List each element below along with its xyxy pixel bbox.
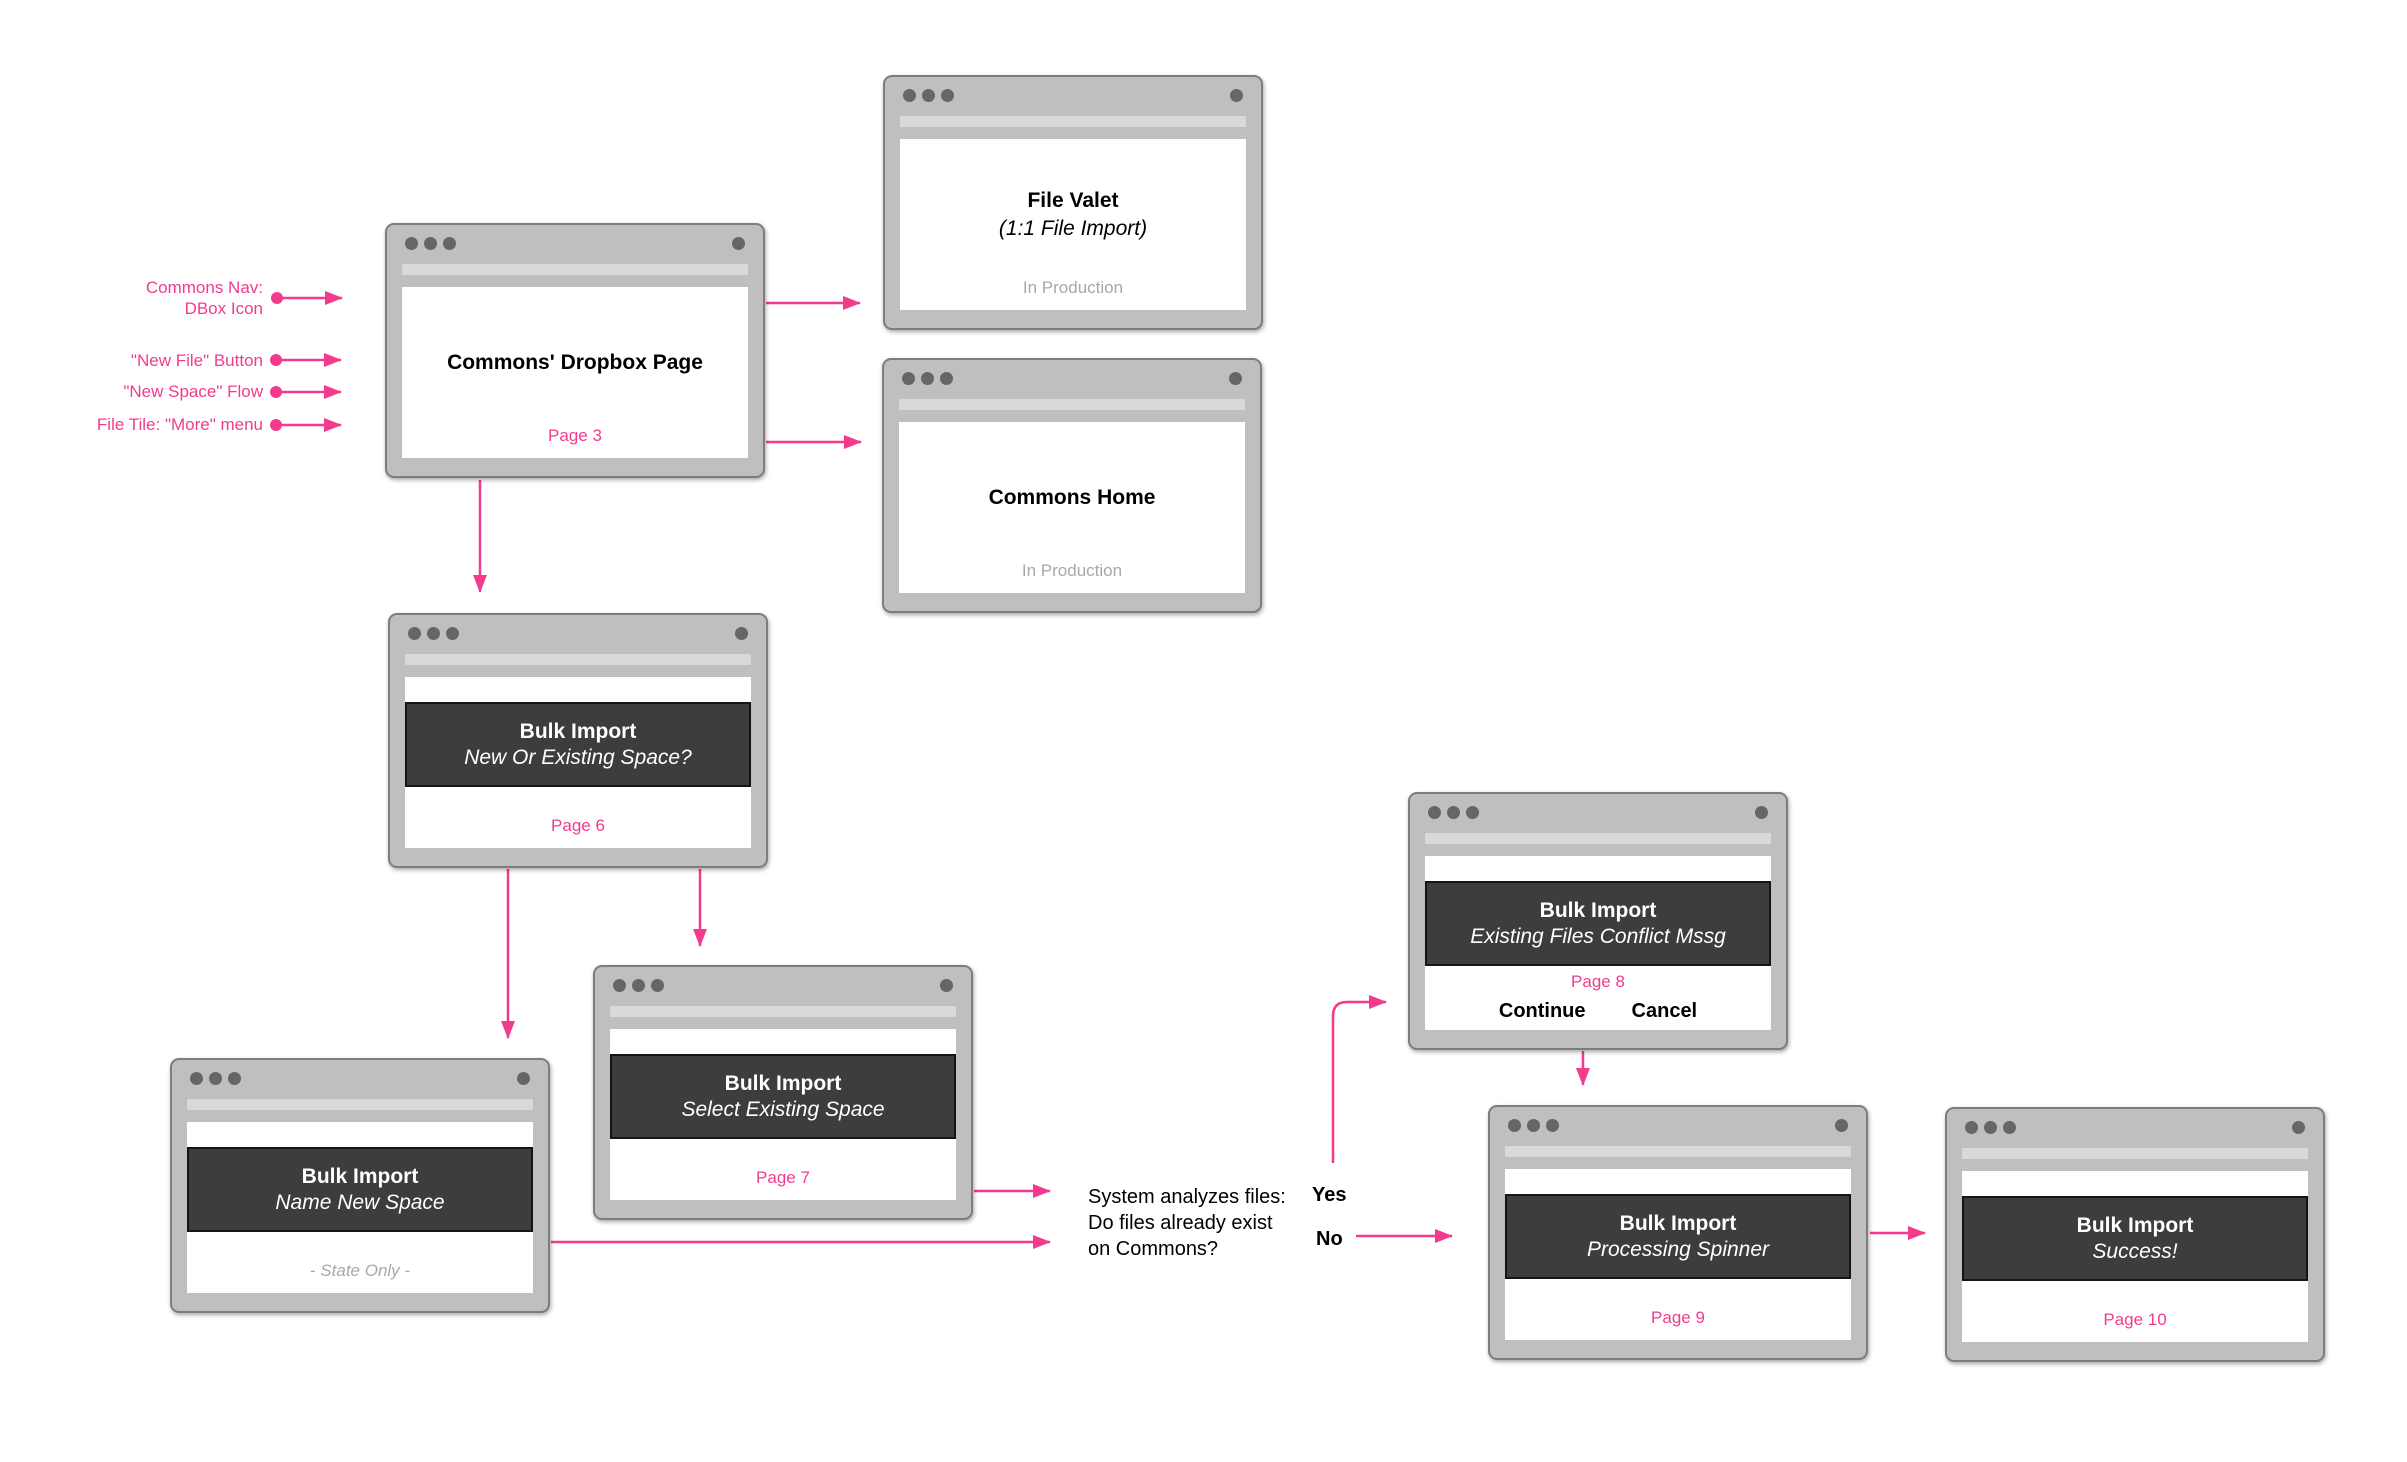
window-file-valet[interactable]: File Valet (1:1 File Import) In Producti… (883, 75, 1263, 330)
window-title: File Valet (1027, 189, 1119, 212)
address-bar (405, 654, 751, 665)
decision-line: on Commons? (1088, 1238, 1219, 1260)
banner-subtitle: Select Existing Space (681, 1098, 885, 1121)
annotation-file-tile-more-menu: File Tile: "More" menu (96, 415, 263, 434)
window-content: Bulk Import Processing Spinner Page 9 (1505, 1169, 1851, 1340)
modal-banner: Bulk Import Processing Spinner (1505, 1194, 1851, 1279)
traffic-light-dots-icon (1428, 806, 1479, 819)
banner-subtitle: Success! (2092, 1240, 2178, 1263)
traffic-light-dots-icon (902, 372, 953, 385)
window-content: Commons' Dropbox Page Page 3 (402, 287, 748, 458)
banner-subtitle: Existing Files Conflict Mssg (1470, 925, 1726, 948)
window-right-dot-icon (1230, 89, 1243, 102)
window-right-dot-icon (2292, 1121, 2305, 1134)
decision-line: System analyzes files: (1088, 1186, 1286, 1208)
dialog-buttons: Continue Cancel (1425, 1000, 1771, 1023)
status-label: - State Only - (309, 1261, 411, 1280)
annotation-commons-nav-dbox: Commons Nav: DBox Icon (146, 277, 263, 319)
banner-title: Bulk Import (2076, 1214, 2194, 1237)
window-commons-home[interactable]: Commons Home In Production (882, 358, 1262, 613)
banner-title: Bulk Import (724, 1072, 842, 1095)
window-right-dot-icon (940, 979, 953, 992)
traffic-light-dots-icon (190, 1072, 241, 1085)
address-bar (1505, 1146, 1851, 1157)
address-bar (610, 1006, 956, 1017)
window-bulk-import-select-existing[interactable]: Bulk Import Select Existing Space Page 7 (593, 965, 973, 1220)
traffic-light-dots-icon (1508, 1119, 1559, 1132)
banner-title: Bulk Import (1619, 1212, 1737, 1235)
continue-button[interactable]: Continue (1498, 1000, 1586, 1022)
annotation-new-space-flow: "New Space" Flow (123, 382, 263, 401)
window-bulk-import-new-or-existing[interactable]: Bulk Import New Or Existing Space? Page … (388, 613, 768, 868)
modal-banner: Bulk Import Existing Files Conflict Mssg (1425, 881, 1771, 966)
page-label: Page 6 (551, 816, 605, 835)
window-right-dot-icon (1755, 806, 1768, 819)
decision-line: Do files already exist (1088, 1212, 1273, 1234)
window-right-dot-icon (1835, 1119, 1848, 1132)
modal-banner: Bulk Import New Or Existing Space? (405, 702, 751, 787)
banner-title: Bulk Import (301, 1165, 419, 1188)
window-bulk-import-conflict[interactable]: Bulk Import Existing Files Conflict Mssg… (1408, 792, 1788, 1050)
address-bar (900, 116, 1246, 127)
window-content: Commons Home In Production (899, 422, 1245, 593)
page-label: Page 8 (1571, 972, 1625, 991)
status-label: In Production (1021, 561, 1123, 580)
modal-banner: Bulk Import Select Existing Space (610, 1054, 956, 1139)
address-bar (899, 399, 1245, 410)
traffic-light-dots-icon (408, 627, 459, 640)
traffic-light-dots-icon (1965, 1121, 2016, 1134)
decision-question: System analyzes files: Do files already … (1088, 1184, 1286, 1262)
address-bar (402, 264, 748, 275)
window-content: Bulk Import New Or Existing Space? Page … (405, 677, 751, 848)
status-label: In Production (1022, 278, 1124, 297)
page-label: Page 9 (1651, 1308, 1705, 1327)
address-bar (1962, 1148, 2308, 1159)
annotation-new-file-button: "New File" Button (130, 351, 263, 370)
window-right-dot-icon (735, 627, 748, 640)
window-right-dot-icon (732, 237, 745, 250)
window-commons-dropbox[interactable]: Commons' Dropbox Page Page 3 (385, 223, 765, 478)
no-label: No (1316, 1228, 1343, 1250)
page-label: Page 3 (548, 426, 602, 445)
window-bulk-import-spinner[interactable]: Bulk Import Processing Spinner Page 9 (1488, 1105, 1868, 1360)
cancel-button[interactable]: Cancel (1631, 1000, 1698, 1022)
window-content: Bulk Import Existing Files Conflict Mssg… (1425, 856, 1771, 1030)
window-right-dot-icon (517, 1072, 530, 1085)
banner-title: Bulk Import (1539, 899, 1657, 922)
banner-subtitle: New Or Existing Space? (464, 746, 692, 769)
window-title: Commons Home (988, 486, 1156, 509)
traffic-light-dots-icon (405, 237, 456, 250)
banner-title: Bulk Import (519, 720, 637, 743)
banner-subtitle: Processing Spinner (1586, 1238, 1770, 1261)
window-content: File Valet (1:1 File Import) In Producti… (900, 139, 1246, 310)
window-content: Bulk Import Select Existing Space Page 7 (610, 1029, 956, 1200)
banner-subtitle: Name New Space (275, 1191, 445, 1214)
yes-label: Yes (1312, 1184, 1347, 1206)
page-label: Page 7 (756, 1168, 810, 1187)
window-bulk-import-success[interactable]: Bulk Import Success! Page 10 (1945, 1107, 2325, 1362)
page-label: Page 10 (2103, 1310, 2167, 1329)
traffic-light-dots-icon (613, 979, 664, 992)
window-title: Commons' Dropbox Page (447, 351, 703, 374)
window-right-dot-icon (1229, 372, 1242, 385)
window-bulk-import-name-new-space[interactable]: Bulk Import Name New Space - State Only … (170, 1058, 550, 1313)
modal-banner: Bulk Import Name New Space (187, 1147, 533, 1232)
annotation-line: Commons Nav: (145, 278, 263, 297)
address-bar (1425, 833, 1771, 844)
address-bar (187, 1099, 533, 1110)
annotation-line: DBox Icon (184, 299, 263, 318)
modal-banner: Bulk Import Success! (1962, 1196, 2308, 1281)
traffic-light-dots-icon (903, 89, 954, 102)
window-subtitle: (1:1 File Import) (998, 217, 1148, 240)
window-content: Bulk Import Success! Page 10 (1962, 1171, 2308, 1342)
window-content: Bulk Import Name New Space - State Only … (187, 1122, 533, 1293)
